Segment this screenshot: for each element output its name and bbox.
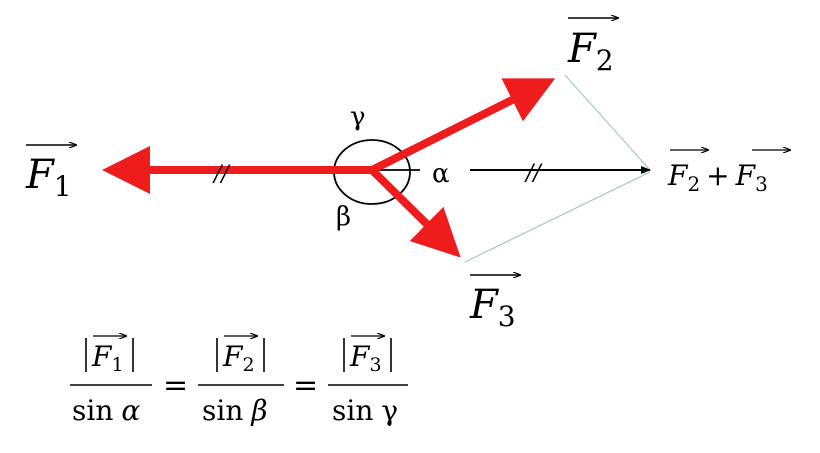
f2-label: F2 — [567, 18, 618, 77]
svg-text:F2: F2 — [567, 26, 614, 77]
svg-text:F2+F3: F2+F3 — [667, 159, 768, 196]
equals-1: = — [163, 368, 188, 403]
gamma-label: γ — [350, 102, 366, 132]
f1-label: F1 — [25, 145, 76, 203]
svg-text:F3: F3 — [349, 340, 382, 376]
parallelogram-edge-bottom — [464, 171, 651, 263]
force-f3-arrow — [369, 167, 461, 258]
svg-text:F2: F2 — [222, 340, 255, 376]
beta-label: β — [336, 202, 351, 232]
alpha-label: α — [432, 159, 450, 189]
f1-parallel-mark: // — [212, 162, 231, 187]
svg-text:F3: F3 — [469, 282, 516, 333]
force-f2-arrow — [370, 78, 556, 174]
f3-label: F3 — [469, 275, 520, 333]
parallelogram-edge-top — [564, 74, 651, 171]
equals-2: = — [293, 368, 318, 403]
svg-text:F1: F1 — [25, 152, 72, 203]
resultant-label: F2+F3 — [667, 150, 790, 196]
svg-text:F1: F1 — [91, 340, 124, 376]
resultant-parallel-mark: // — [524, 161, 543, 186]
